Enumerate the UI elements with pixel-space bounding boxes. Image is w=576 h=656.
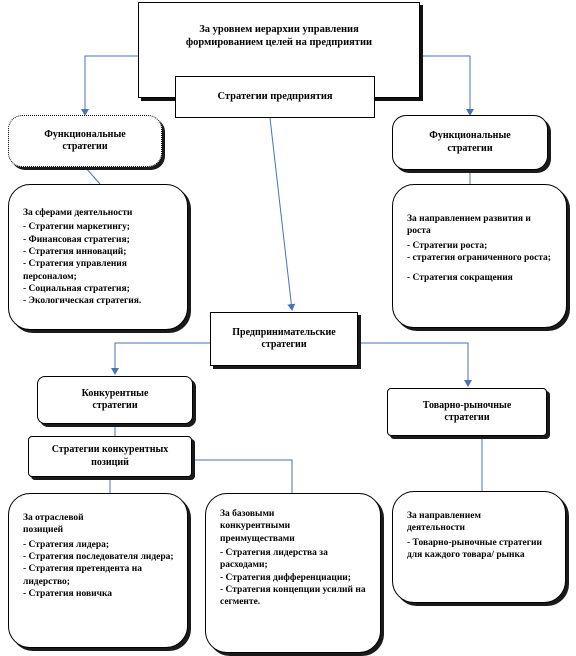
list-item: - Стратегия управления персоналом;	[23, 259, 127, 282]
entrepreneurial-box: Предпринимательские стратегии	[210, 312, 358, 366]
industry-position-list: За отраслевой позицией - Стратегия лидер…	[8, 493, 188, 648]
industry-position-title: За отраслевой позицией	[23, 513, 84, 536]
list-item: - Стратегия концепции усилий на сегменте…	[220, 585, 366, 608]
list-item: - Стратегия претендента на лидерство;	[23, 564, 142, 587]
line-positions-to-basic	[192, 459, 293, 493]
list-item: - Стратегия лидерства за расходами;	[220, 548, 328, 571]
activity-sphere-title: За сферами деятельности	[23, 208, 133, 218]
basic-advantages-title: За базовыми конкурентными преимуществами	[220, 509, 295, 544]
functional-left-box: Функциональные стратегии	[8, 115, 162, 167]
competitive-positions-box: Стратегии конкурентных позиций	[28, 436, 192, 477]
basic-advantages-list: За базовыми конкурентными преимуществами…	[205, 493, 381, 653]
arrow-entrepreneurial-to-commodity	[358, 342, 472, 387]
enterprise-strategies-label: Стратегии предприятия	[217, 91, 333, 103]
list-item: - Финансовая стратегия;	[23, 234, 130, 245]
list-item: - Товарно-рыночные стратегии для каждого…	[407, 537, 542, 561]
list-item: - Стратегия сокращения	[407, 273, 513, 284]
arrow-top-to-functional-right	[420, 55, 474, 116]
competitive-box: Конкурентные стратегии	[37, 376, 193, 424]
arrow-top-to-functional-left	[81, 55, 138, 116]
commodity-market-box: Товарно-рыночные стратегии	[387, 388, 547, 436]
line-functional-left-to-list	[84, 166, 101, 185]
enterprise-strategies-box: Стратегии предприятия	[175, 76, 375, 118]
list-item: - Стратегия дифференциации;	[220, 572, 351, 583]
list-item: - Социальная стратегия;	[23, 284, 130, 295]
growth-direction-list: За направлением развития и роста - Страт…	[392, 184, 567, 328]
list-item: - Стратегии маркетингу;	[23, 222, 130, 233]
list-item: - Стратегия новичка	[23, 589, 113, 600]
activity-direction-title: За направлением деятельности	[407, 511, 481, 534]
list-item: - Стратегия лидера;	[23, 539, 110, 550]
functional-right-label: Функциональные стратегии	[429, 130, 511, 154]
functional-left-label: Функциональные стратегии	[44, 128, 126, 153]
arrow-top-to-entrepreneurial	[269, 117, 296, 311]
competitive-positions-label: Стратегии конкурентных позиций	[51, 444, 169, 468]
arrow-entrepreneurial-to-competitive	[111, 342, 210, 375]
activity-sphere-list: За сферами деятельности - Стратегии марк…	[8, 184, 188, 330]
list-item: - Стратегия последователя лидера;	[23, 552, 174, 563]
commodity-market-label: Товарно-рыночные стратегии	[422, 399, 512, 424]
list-item: - Экологическая стратегия.	[23, 296, 142, 307]
competitive-label: Конкурентные стратегии	[81, 387, 149, 412]
list-item: - Стратегия инноваций;	[23, 247, 127, 258]
functional-right-box: Функциональные стратегии	[392, 115, 548, 170]
entrepreneurial-label: Предпринимательские стратегии	[232, 326, 336, 351]
growth-direction-title: За направлением развития и роста	[407, 214, 531, 237]
activity-direction-list: За направлением деятельности - Товарно-р…	[392, 491, 566, 603]
hierarchy-title: За уровнем иерархии управления формирова…	[185, 24, 373, 49]
list-item: - Стратегии роста;	[407, 240, 488, 251]
list-item: - стратегия ограниченного роста;	[407, 253, 551, 264]
